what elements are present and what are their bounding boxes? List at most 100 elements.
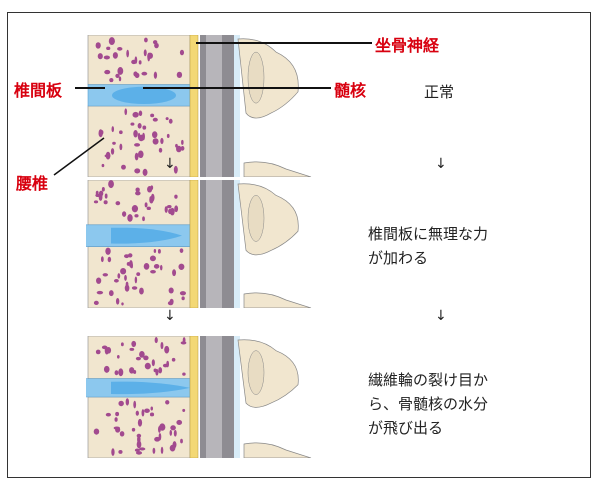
bone-marrow-spot — [138, 110, 143, 116]
caption-line: が加わる — [368, 249, 429, 267]
bone-marrow-spot — [141, 71, 148, 76]
bone-marrow-spot — [131, 340, 137, 348]
bone-marrow-spot — [124, 254, 130, 259]
sciatic-nerve — [189, 336, 199, 458]
bone-marrow-spot — [143, 355, 149, 361]
bone-marrow-spot — [108, 290, 114, 297]
bone-marrow-spot — [150, 113, 155, 118]
bone-marrow-spot — [125, 398, 130, 406]
bone-marrow-spot — [173, 429, 177, 437]
bone-marrow-spot — [144, 202, 148, 208]
bone-marrow-spot — [181, 139, 184, 145]
bone-marrow-spot — [103, 55, 110, 60]
bone-marrow-spot — [166, 133, 170, 138]
bone-marrow-spot — [152, 447, 156, 454]
bone-marrow-spot — [131, 427, 136, 432]
bone-marrow-spot — [157, 249, 161, 254]
caption-line: 繊維輪の裂け目か — [368, 371, 489, 389]
bone-marrow-spot — [139, 350, 145, 358]
bone-marrow-spot — [129, 260, 133, 268]
caption-line: 正常 — [424, 83, 455, 101]
bone-marrow-spot — [110, 148, 115, 155]
bone-marrow-spot — [124, 108, 128, 116]
spinal-cord-highlight — [206, 180, 222, 308]
bone-marrow-spot — [113, 278, 119, 283]
caption-line: 椎間板に無理な力 — [368, 225, 489, 243]
bone-marrow-spot — [135, 451, 143, 455]
bone-marrow-spot — [104, 69, 111, 75]
bone-marrow-spot — [154, 42, 159, 49]
bone-marrow-spot — [178, 263, 185, 270]
bone-marrow-spot — [173, 165, 178, 174]
bone-marrow-spot — [155, 368, 159, 376]
bone-marrow-spot — [117, 67, 124, 75]
stage-caption-normal: 正常 — [424, 80, 454, 104]
bone-marrow-spot — [164, 206, 168, 213]
bone-marrow-spot — [180, 438, 183, 444]
bone-marrow-spot — [93, 428, 100, 435]
bone-marrow-spot — [131, 286, 138, 290]
bone-marrow-spot — [176, 419, 183, 425]
bone-marrow-spot — [143, 49, 147, 57]
bone-marrow-spot — [135, 356, 141, 361]
caption-line: が飛び出る — [368, 419, 444, 437]
bone-marrow-spot — [133, 400, 137, 409]
spine-panel-normal — [87, 35, 312, 177]
bone-marrow-spot — [107, 256, 112, 263]
bone-marrow-spot — [105, 412, 111, 417]
bone-marrow-spot — [144, 37, 148, 43]
bone-marrow-spot — [101, 186, 105, 192]
bone-marrow-spot — [118, 368, 124, 377]
bone-marrow-spot — [135, 191, 141, 196]
bone-marrow-spot — [131, 204, 139, 213]
bone-marrow-spot — [109, 39, 113, 43]
bone-marrow-spot — [96, 290, 104, 295]
sciatic-nerve-leader — [196, 42, 372, 44]
bone-marrow-spot — [174, 205, 179, 213]
bone-marrow-spot — [135, 187, 140, 193]
bone-marrow-spot — [124, 274, 127, 281]
bone-marrow-spot — [133, 369, 137, 374]
bone-marrow-spot — [117, 47, 123, 51]
diagram-frame — [7, 12, 591, 478]
lower-process — [243, 161, 312, 177]
bone-marrow-spot — [137, 418, 143, 427]
bone-marrow-spot — [170, 425, 176, 431]
bone-marrow-spot — [120, 267, 127, 275]
bone-marrow-spot — [168, 118, 173, 124]
bone-marrow-spot — [169, 444, 176, 452]
bone-marrow-spot — [179, 291, 186, 296]
bone-marrow-spot — [115, 201, 121, 206]
bone-marrow-spot — [137, 123, 142, 129]
lumbar-vertebra-label: 腰椎 — [16, 174, 49, 193]
bone-marrow-spot — [134, 152, 139, 161]
lower-process — [243, 442, 312, 458]
bone-marrow-spot — [146, 206, 151, 211]
bone-marrow-spot — [149, 255, 156, 262]
nucleus-pulposus — [111, 227, 182, 244]
upper-vertebra — [87, 180, 191, 226]
bone-marrow-spot — [176, 145, 182, 153]
spinous-process — [237, 183, 299, 256]
bone-marrow-spot — [138, 134, 145, 142]
spinal-cord-highlight — [206, 336, 222, 458]
bone-marrow-spot — [119, 143, 123, 151]
bone-marrow-spot — [153, 249, 157, 253]
bone-marrow-spot — [97, 53, 103, 60]
nucleus-pulposus-label: 髄核 — [334, 81, 367, 100]
bone-marrow-spot — [136, 433, 142, 438]
bone-marrow-spot — [115, 73, 120, 78]
bone-marrow-spot — [162, 363, 169, 368]
bone-marrow-spot — [151, 359, 155, 367]
bone-marrow-spot — [102, 273, 109, 277]
bone-marrow-spot — [167, 204, 172, 209]
facet-joint — [247, 350, 265, 395]
bone-marrow-spot — [130, 122, 135, 126]
bone-marrow-spot — [95, 349, 101, 355]
bone-marrow-spot — [93, 300, 99, 305]
spinous-process — [237, 339, 299, 408]
bone-marrow-spot — [119, 431, 125, 437]
down-arrow-icon: ↓ — [164, 308, 176, 324]
facet-joint — [247, 51, 265, 104]
spinal-cord-highlight — [206, 35, 222, 177]
